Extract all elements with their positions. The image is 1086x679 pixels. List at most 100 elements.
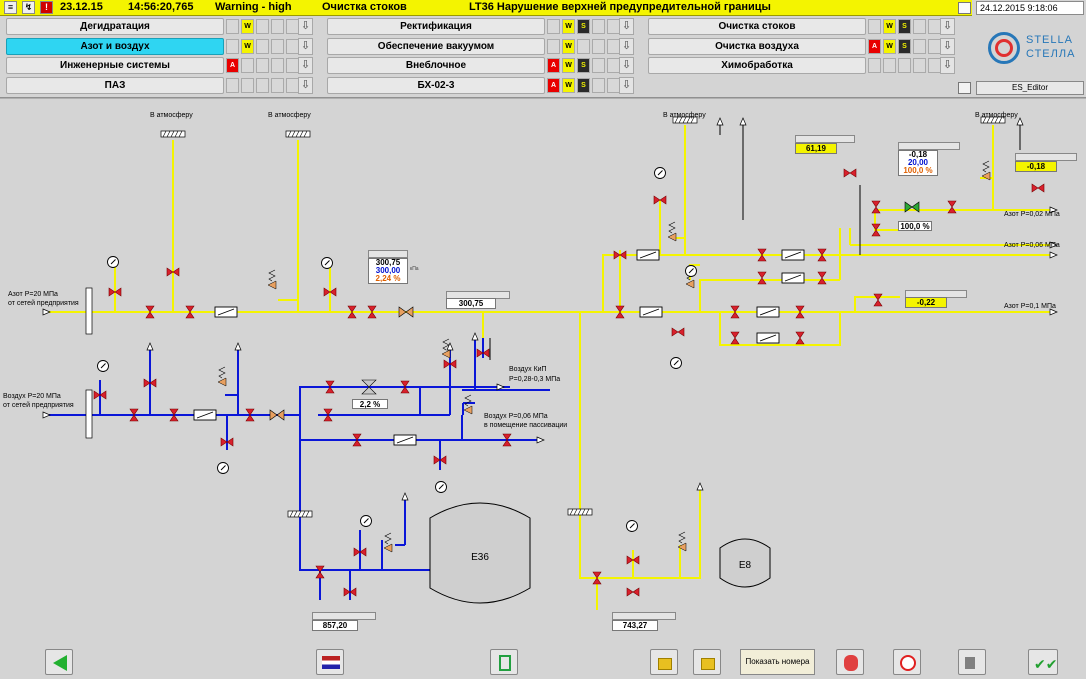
status-indicator <box>271 39 284 54</box>
atm-label-2: В атмосферу <box>268 112 311 119</box>
status-indicator <box>547 39 560 54</box>
tank-e8[interactable]: E8 <box>719 538 771 588</box>
tank-e36[interactable]: E36 <box>429 502 531 604</box>
e8-pressure-display[interactable]: 743,27 <box>612 620 658 631</box>
air-pipelines <box>45 338 550 600</box>
status-indicator <box>256 39 269 54</box>
value-display-022[interactable]: -0,22 <box>905 297 947 308</box>
n2-inlet-label: Азот Р=20 МПа <box>8 291 58 298</box>
pid2-sp-value: 20,00 <box>907 158 929 167</box>
nav-down-arrow-icon[interactable]: ⇩ <box>298 77 313 94</box>
alarm-date: 23.12.15 <box>60 1 103 13</box>
status-indicator <box>226 78 239 93</box>
pressure-right-header <box>1015 153 1077 161</box>
nav-down-arrow-icon[interactable]: ⇩ <box>940 57 955 74</box>
nav-button[interactable]: Ректификация <box>327 18 545 35</box>
nav-down-arrow-icon[interactable]: ⇩ <box>940 18 955 35</box>
nav-button[interactable]: Химобработка <box>648 57 866 74</box>
nav-down-arrow-icon[interactable]: ⇩ <box>619 38 634 55</box>
status-indicator <box>256 58 269 73</box>
users-icon <box>844 655 858 671</box>
passivation-air-label: Воздух Р=0,06 МПа <box>484 413 548 420</box>
status-indicator: W <box>883 19 896 34</box>
status-indicator: A <box>868 39 881 54</box>
nav-button[interactable]: Инженерные системы <box>6 57 224 74</box>
valve-m-position[interactable]: 100,0 % <box>898 221 932 231</box>
power-button[interactable] <box>893 649 921 675</box>
nav-button[interactable]: Очистка воздуха <box>648 38 866 55</box>
network-button[interactable] <box>490 649 518 675</box>
status-indicator <box>592 19 605 34</box>
nav-down-arrow-icon[interactable]: ⇩ <box>298 38 313 55</box>
show-numbers-button[interactable]: Показать номера <box>740 649 815 675</box>
nav-down-arrow-icon[interactable]: ⇩ <box>298 18 313 35</box>
atmosphere-stubs <box>489 125 1021 360</box>
nav-down-arrow-icon[interactable]: ⇩ <box>619 57 634 74</box>
alarm-priority-icon: ! <box>40 1 53 14</box>
passivation-room-label: в помещение пассивации <box>484 422 567 429</box>
control-valves[interactable] <box>269 201 920 421</box>
valve-position-display[interactable]: 2,2 % <box>352 399 388 409</box>
status-indicator: W <box>241 39 254 54</box>
status-indicator <box>271 78 284 93</box>
nav-button[interactable]: Азот и воздух <box>6 38 224 55</box>
e36-pressure-display[interactable]: 857,20 <box>312 620 358 631</box>
status-indicator <box>271 58 284 73</box>
valves[interactable] <box>93 168 1045 597</box>
language-button[interactable] <box>316 649 344 675</box>
nav-button[interactable]: Внеблочное <box>327 57 545 74</box>
nav-button[interactable]: Обеспечение вакуумом <box>327 38 545 55</box>
users-button[interactable] <box>836 649 864 675</box>
lock-button[interactable] <box>650 649 678 675</box>
status-indicator <box>592 58 605 73</box>
air-inlet-source-label: от сетей предприятия <box>3 401 74 409</box>
status-indicator <box>256 78 269 93</box>
nav-button[interactable]: ПАЗ <box>6 77 224 94</box>
status-indicator: S <box>898 19 911 34</box>
status-indicator <box>226 19 239 34</box>
status-indicator <box>547 19 560 34</box>
acknowledge-all-button[interactable]: ✔✔ <box>1028 649 1058 675</box>
unit-label: кПа <box>410 266 419 272</box>
logo-text-latin: STELLA <box>1026 34 1073 46</box>
calendar-icon[interactable] <box>958 2 971 14</box>
flange-hatch <box>85 389 93 439</box>
value-display-6119[interactable]: 61,19 <box>795 143 837 154</box>
back-button[interactable] <box>45 649 73 675</box>
sound-button[interactable] <box>958 649 986 675</box>
pid-controller-right[interactable]: -0,18 20,00 100,0 % <box>898 150 938 176</box>
status-indicator <box>898 58 911 73</box>
n2-out-01-label: Азот Р=0,1 МПа <box>1004 303 1056 310</box>
network-icon <box>499 655 511 671</box>
editor-icon[interactable] <box>958 82 971 94</box>
editor-label[interactable]: ES_Editor <box>976 81 1084 95</box>
pressure-display-main[interactable]: 300,75 <box>446 298 496 309</box>
nav-row: Химобработка ⇩ <box>648 57 958 74</box>
alarm-time: 14:56:20,765 <box>128 1 194 13</box>
pid2-pv-value: -0,18 <box>908 150 928 159</box>
clock-display: 24.12.2015 9:18:06 <box>976 1 1084 15</box>
acknowledge-icon[interactable]: ↯ <box>22 1 35 14</box>
value-display-right[interactable]: -0,18 <box>1015 161 1057 172</box>
nav-down-arrow-icon[interactable]: ⇩ <box>298 57 313 74</box>
nitrogen-pipelines <box>45 125 1050 610</box>
status-indicator <box>577 39 590 54</box>
nav-down-arrow-icon[interactable]: ⇩ <box>619 77 634 94</box>
nav-button[interactable]: БХ-02-3 <box>327 77 545 94</box>
lock-icon <box>658 658 672 670</box>
nav-button[interactable]: Очистка стоков <box>648 18 866 35</box>
alarm-list-icon[interactable]: ≡ <box>4 1 17 14</box>
alarm-bar[interactable]: ≡ ↯ ! 23.12.15 14:56:20,765 Warning - hi… <box>0 0 972 16</box>
alarm-message: LT36 Нарушение верхней предупредительной… <box>469 1 771 13</box>
status-indicator <box>883 58 896 73</box>
nav-down-arrow-icon[interactable]: ⇩ <box>619 18 634 35</box>
unlock-button[interactable] <box>693 649 721 675</box>
nav-button[interactable]: Дегидратация <box>6 18 224 35</box>
nav-down-arrow-icon[interactable]: ⇩ <box>940 38 955 55</box>
pid-controller-main[interactable]: 300,75 300,00 2,24 % <box>368 258 408 284</box>
